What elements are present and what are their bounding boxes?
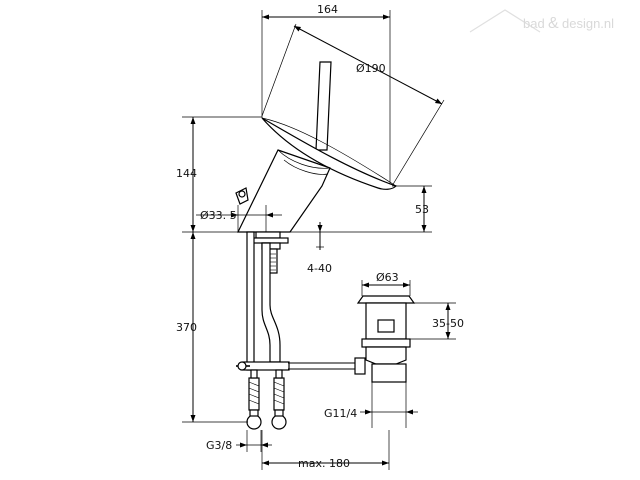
popup-waste <box>356 295 416 383</box>
faucet-bowl <box>261 117 398 190</box>
dimension-body-diameter: Ø33. 5 <box>196 205 282 232</box>
dimension-bowl-diameter-label: Ø190 <box>356 62 386 75</box>
watermark-brand-left: bad <box>523 16 545 31</box>
dimension-144-label: 144 <box>176 167 197 180</box>
dimension-waste-thread: G11/4 <box>324 382 418 428</box>
dimension-waste-diameter-label: Ø63 <box>376 271 399 284</box>
faucet-lever <box>315 61 332 151</box>
dimension-53: 53 <box>330 185 432 233</box>
dimension-370: 370 <box>176 232 248 423</box>
dimension-supply-thread-label: G3/8 <box>206 439 232 452</box>
faucet-body <box>235 149 331 233</box>
dimension-164: 164 <box>261 3 391 185</box>
dimension-body-diameter-label: Ø33. 5 <box>200 209 237 222</box>
popup-rod <box>236 357 366 375</box>
dimension-53-label: 53 <box>415 203 429 216</box>
dimension-deck-thickness-label: 4-40 <box>307 262 332 275</box>
dimension-waste-thread-label: G11/4 <box>324 407 357 420</box>
supply-hoses <box>242 231 290 430</box>
watermark-brand-right: design.nl <box>562 16 614 31</box>
dimension-bowl-diameter: Ø190 <box>261 23 445 187</box>
dimension-waste-height-label: 35-50 <box>432 317 464 330</box>
dimension-max-180-label: max. 180 <box>298 457 350 470</box>
watermark-brand-amp: & <box>548 15 559 32</box>
dimension-max-180: max. 180 <box>261 430 390 470</box>
dimension-370-label: 370 <box>176 321 197 334</box>
dimension-supply-thread: G3/8 <box>206 430 272 452</box>
mounting-assembly <box>251 231 289 274</box>
dimension-164-label: 164 <box>317 3 338 16</box>
dimension-deck-thickness: 4-40 <box>307 222 332 275</box>
watermark: bad & design.nl <box>469 9 614 33</box>
dimension-waste-diameter: Ø63 <box>361 271 411 296</box>
dimension-waste-height: 35-50 <box>410 302 464 340</box>
